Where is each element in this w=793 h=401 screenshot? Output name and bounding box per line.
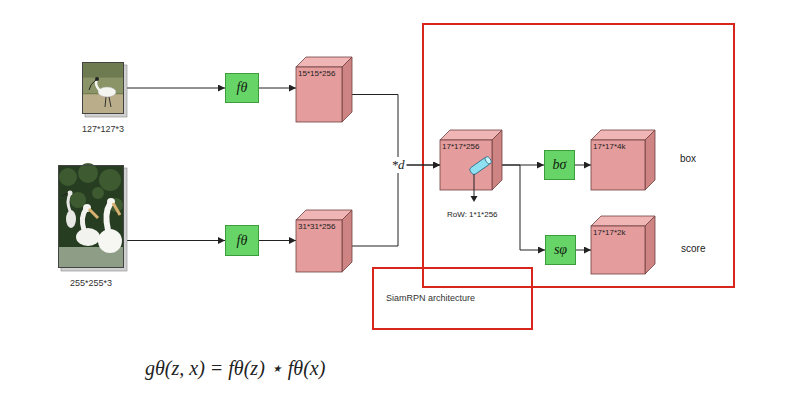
photo-shape	[82, 62, 127, 117]
highlight-frame	[423, 24, 734, 287]
tensor-size: 17*17*256	[442, 143, 479, 152]
cube-shape	[296, 210, 352, 272]
image-size: 255*255*3	[70, 278, 112, 288]
cube-shape	[591, 130, 655, 190]
tensor-size: 31*31*256	[298, 223, 335, 232]
input-image: 127*127*3	[82, 62, 124, 114]
block-symbol: bσ	[553, 157, 567, 173]
arrow-connector	[352, 95, 440, 166]
feature-map: 31*31*256	[296, 220, 342, 272]
network-block: sφ	[545, 235, 576, 265]
network-block: fθ	[225, 225, 259, 256]
arrow-connector	[575, 165, 591, 166]
block-symbol: fθ	[237, 80, 248, 96]
cube-shape	[591, 216, 655, 274]
arrow-connector	[259, 240, 296, 241]
operator-label: *d	[390, 157, 407, 173]
tensor-size: 17*17*2k	[593, 229, 625, 238]
output-label: box	[680, 153, 696, 164]
tensor-size: 17*17*4k	[593, 143, 625, 152]
feature-map: 17*17*256	[440, 140, 492, 190]
arrow-connector	[127, 240, 225, 241]
block-symbol: fθ	[237, 233, 248, 249]
feature-map: 15*15*256	[296, 67, 342, 122]
arrow-connector	[576, 250, 591, 251]
tensor-size: 15*15*256	[298, 70, 335, 79]
output-map: 17*17*2k	[591, 226, 645, 274]
section-title: SiamRPN architecture	[386, 293, 475, 303]
photo-shape	[58, 165, 127, 271]
image-size: 127*127*3	[82, 124, 124, 134]
block-symbol: sφ	[554, 242, 567, 258]
arrow-connector	[352, 165, 440, 246]
cube-shape	[296, 57, 352, 122]
arrow-connector	[259, 88, 296, 89]
input-image: 255*255*3	[58, 165, 124, 268]
formula: gθ(z, x) = fθ(z) ⋆ fθ(x)	[145, 356, 325, 380]
arrow-connector	[127, 88, 225, 89]
annotation: RoW: 1*1*256	[447, 210, 498, 219]
cube-shape	[440, 130, 502, 190]
section-frame: SiamRPN architecture	[372, 267, 533, 330]
arrow-connector	[502, 165, 545, 250]
network-block: fθ	[225, 73, 259, 103]
network-block: bσ	[544, 150, 575, 180]
output-map: 17*17*4k	[591, 140, 645, 190]
output-label: score	[681, 243, 705, 254]
